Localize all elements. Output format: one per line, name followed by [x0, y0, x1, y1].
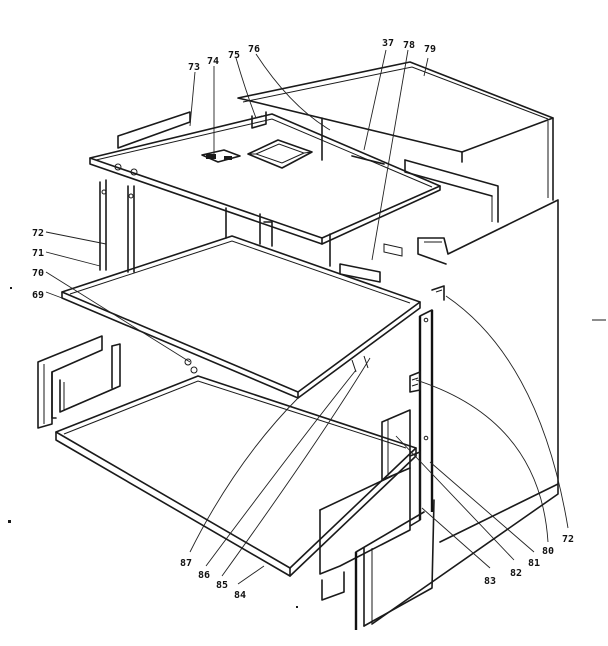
- callout-75: 75: [228, 50, 240, 61]
- callout-79: 79: [424, 44, 436, 55]
- callout-83: 83: [484, 576, 496, 587]
- callout-81: 81: [528, 558, 540, 569]
- top-cover-part: [237, 61, 554, 201]
- callout-71: 71: [32, 248, 44, 259]
- bottom-panel-part: [55, 375, 417, 577]
- left-base-frame-part: [37, 335, 121, 429]
- callout-69: 69: [32, 290, 44, 301]
- leader-lines: [45, 49, 569, 585]
- callout-85: 85: [216, 580, 228, 591]
- callout-78: 78: [403, 40, 415, 51]
- callout-76: 76: [248, 44, 260, 55]
- callout-82: 82: [510, 568, 522, 579]
- middle-shelf-part: [61, 235, 421, 399]
- rear-frame-part: [117, 111, 499, 223]
- callout-87: 87: [180, 558, 192, 569]
- callout-labels: 73 74 75 76 37 78 79 72 71 70 69 87 86 8…: [32, 38, 574, 601]
- left-upright-part: [99, 179, 135, 273]
- right-base-channel-part: [319, 409, 559, 630]
- callout-72-left: 72: [32, 228, 44, 239]
- callout-37: 37: [382, 38, 394, 49]
- right-side-panel-part: [409, 199, 559, 543]
- callout-74: 74: [207, 56, 219, 67]
- callout-86: 86: [198, 570, 210, 581]
- callout-73: 73: [188, 62, 200, 73]
- top-panel-part: [89, 111, 441, 283]
- callout-84: 84: [234, 590, 246, 601]
- scan-specks: [8, 287, 606, 608]
- callout-80: 80: [542, 546, 554, 557]
- callout-70: 70: [32, 268, 44, 279]
- callout-72-right: 72: [562, 534, 574, 545]
